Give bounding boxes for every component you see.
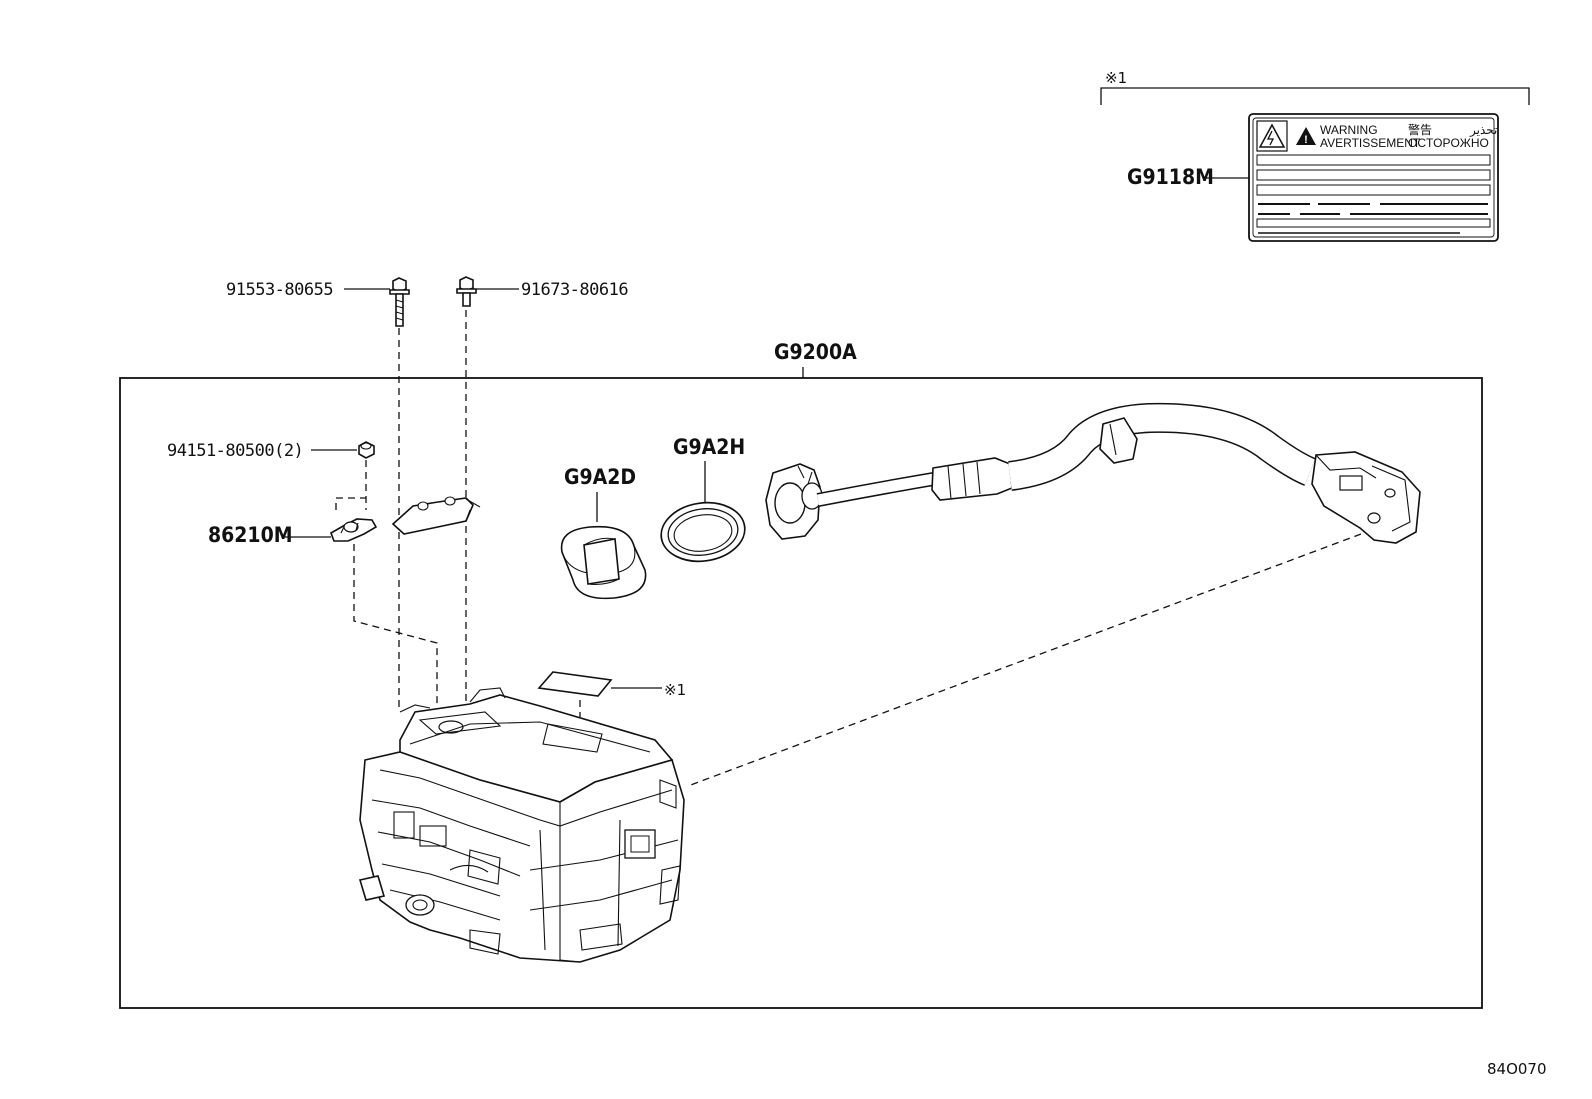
warning-text-ru: OCTOPOЖHO [1408,136,1489,150]
label-sticker[interactable] [537,671,613,697]
label-91553-80655[interactable]: 91553-80655 [226,280,334,300]
grommet-g9a2h[interactable] [657,497,748,566]
warning-text-en: WARNING [1320,123,1378,137]
leader-cable-to-inverter [687,533,1362,787]
callout-g9200a: G9200A [774,340,857,378]
svg-text:!: ! [1304,134,1308,146]
label-g9118m[interactable]: G9118M [1127,165,1214,189]
cable-harness[interactable] [765,402,1421,544]
warning-text-ar: تحذير [1469,123,1497,137]
nut-94151-80500[interactable] [358,441,375,459]
note-marker-label: ※1 [664,681,686,699]
warning-label-g9118m[interactable]: ! WARNING AVERTISSEMENT 警告 تحذير OCTOPOЖ… [1248,113,1499,242]
bolt-91673-80616[interactable] [456,276,477,307]
callout-86210m: 86210M [208,523,331,547]
callout-g9118m: G9118M [1127,165,1249,189]
warning-text-lines [1256,154,1491,234]
label-g9a2d[interactable]: G9A2D [564,465,636,489]
label-91673-80616[interactable]: 91673-80616 [521,280,629,300]
note-bracket: ※1 [1100,69,1530,105]
leader-clamp-b [353,544,438,708]
label-94151-80500[interactable]: 94151-80500(2) [167,441,304,461]
label-g9a2h[interactable]: G9A2H [673,435,745,459]
warning-text-fr: AVERTISSEMENT [1320,136,1421,150]
label-86210m[interactable]: 86210M [208,523,293,547]
leader-clamp-a [335,497,366,510]
figure-code: 84O070 [1487,1060,1547,1078]
callout-note-marker: ※1 [611,681,686,699]
clamp-86210m[interactable] [330,518,378,542]
warning-box-icon [1256,120,1288,152]
callout-g9a2d: G9A2D [564,465,636,522]
callout-94151-80500: 94151-80500(2) [167,441,357,461]
grommet-g9a2d[interactable] [560,525,647,600]
bolt-91553-80655[interactable] [389,277,410,327]
label-g9200a[interactable]: G9200A [774,340,857,364]
note-marker-top: ※1 [1105,69,1127,87]
callout-g9a2h: G9A2H [673,435,745,504]
callout-91673-80616: 91673-80616 [476,280,629,300]
warning-text-jp: 警告 [1408,122,1432,137]
bracket-plate[interactable] [391,496,481,535]
caution-triangle-icon [1296,127,1316,145]
high-voltage-icon [1258,123,1286,148]
callout-91553-80655: 91553-80655 [226,280,390,300]
inverter-unit[interactable] [358,687,685,963]
assembly-frame-g9200a [119,377,1483,1009]
